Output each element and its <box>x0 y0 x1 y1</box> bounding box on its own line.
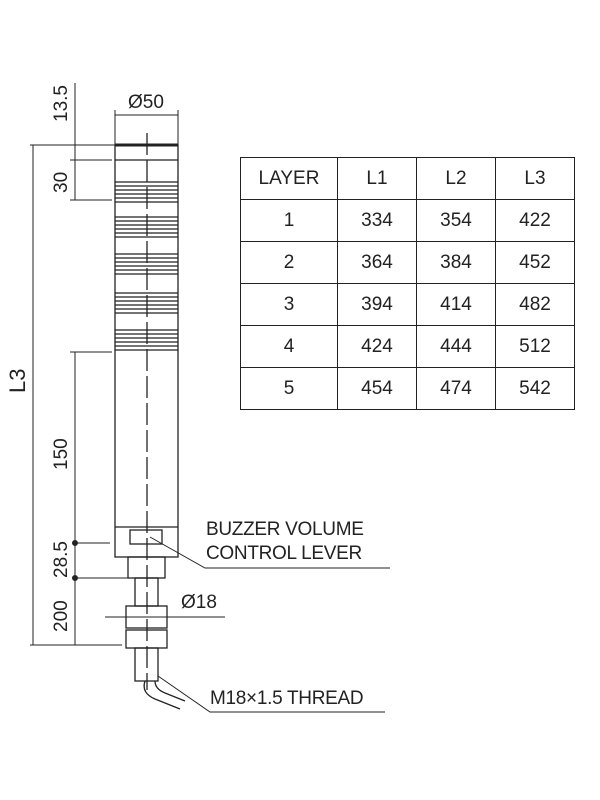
cell: 1 <box>240 199 338 242</box>
dim-28-5: 28.5 <box>51 541 72 578</box>
cell: 454 <box>337 367 417 410</box>
cell: 3 <box>240 283 338 326</box>
cell: 5 <box>240 367 338 410</box>
dim-diameter-50: Ø50 <box>128 92 164 113</box>
table-header-row: LAYER L1 L2 L3 <box>240 157 575 200</box>
header-cell: LAYER <box>240 157 338 200</box>
dim-diameter-18: Ø18 <box>181 592 217 613</box>
dim-200: 200 <box>51 600 72 632</box>
cell: 424 <box>337 325 417 368</box>
cell: 364 <box>337 241 417 284</box>
cell: 444 <box>416 325 496 368</box>
dim-150: 150 <box>51 438 72 470</box>
cell: 2 <box>240 241 338 284</box>
header-cell: L3 <box>495 157 575 200</box>
cell: 354 <box>416 199 496 242</box>
cell: 414 <box>416 283 496 326</box>
dim-30: 30 <box>51 172 72 193</box>
cell: 422 <box>495 199 575 242</box>
cell: 512 <box>495 325 575 368</box>
cell: 4 <box>240 325 338 368</box>
base <box>125 556 186 710</box>
thread-label: M18×1.5 THREAD <box>210 688 364 709</box>
dimension-lines <box>30 83 390 713</box>
header-cell: L2 <box>416 157 496 200</box>
cell: 452 <box>495 241 575 284</box>
cell: 334 <box>337 199 417 242</box>
body <box>114 133 179 690</box>
cell: 482 <box>495 283 575 326</box>
header-cell: L1 <box>337 157 417 200</box>
dim-L3: L3 <box>5 369 30 393</box>
cell: 384 <box>416 241 496 284</box>
buzzer-label-2: CONTROL LEVER <box>206 543 362 564</box>
dim-13-5: 13.5 <box>51 85 72 122</box>
buzzer-label-1: BUZZER VOLUME <box>206 519 364 540</box>
cell: 394 <box>337 283 417 326</box>
cell: 474 <box>416 367 496 410</box>
cell: 542 <box>495 367 575 410</box>
